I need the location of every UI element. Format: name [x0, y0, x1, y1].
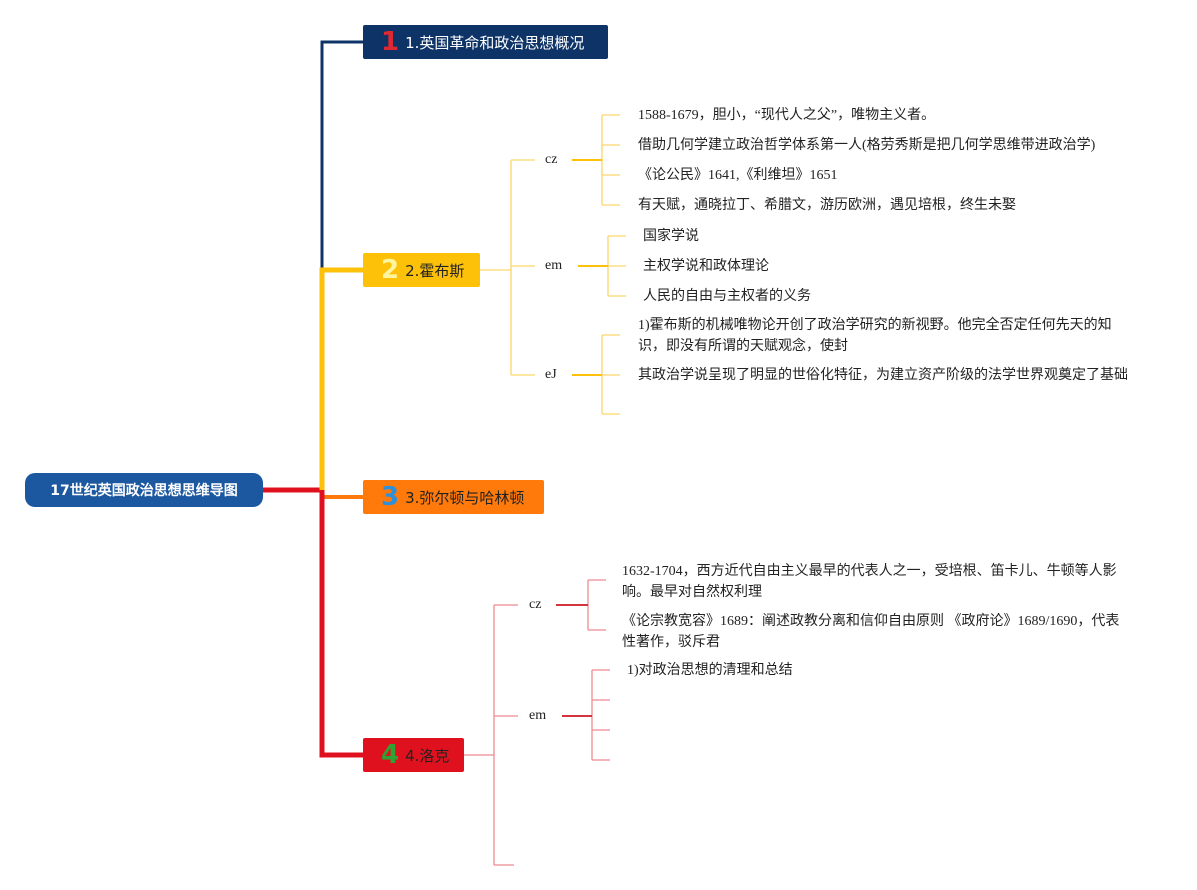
leaf-node[interactable]: 《论公民》1641,《利维坦》1651 — [638, 168, 838, 183]
leaf-node[interactable]: 其政治学说呈现了明显的世俗化特征，为建立资产阶级的法学世界观奠定了基础 — [638, 368, 1128, 383]
leaf-node[interactable]: 《论宗教宽容》1689：阐述政教分离和信仰自由原则 《政府论》1689/1690… — [622, 614, 1120, 650]
leaf-node[interactable]: 1)霍布斯的机械唯物论开创了政治学研究的新视野。他完全否定任何先天的知识，即没有… — [638, 318, 1112, 354]
topic-number-3: 3 — [381, 482, 400, 512]
leaf-node[interactable]: 国家学说 — [643, 229, 699, 244]
leaf-node[interactable]: 1)对政治思想的清理和总结 — [627, 663, 793, 678]
subtopic-locke-em[interactable]: em — [529, 708, 547, 723]
subtopic-hobbes-ej[interactable]: eJ — [545, 367, 557, 382]
root-topic-label: 17世纪英国政治思想思维导图 — [50, 483, 238, 499]
topic-4[interactable]: 4 4.洛克 — [363, 738, 464, 772]
topic-label: 1.英国革命和政治思想概况 — [405, 33, 585, 52]
subtopic-hobbes-cz[interactable]: cz — [545, 152, 558, 167]
leaf-node[interactable]: 主权学说和政体理论 — [643, 259, 769, 274]
leaf-node[interactable]: 人民的自由与主权者的义务 — [643, 289, 811, 304]
topic-number-4: 4 — [381, 740, 400, 770]
topic-label: 3.弥尔顿与哈林顿 — [405, 488, 525, 507]
subtopic-locke-cz[interactable]: cz — [529, 597, 542, 612]
topic-number-2: 2 — [381, 255, 400, 285]
root-topic[interactable]: 17世纪英国政治思想思维导图 — [25, 473, 263, 507]
leaf-node[interactable]: 1632-1704，西方近代自由主义最早的代表人之一，受培根、笛卡儿、牛顿等人影… — [622, 564, 1117, 600]
topic-2[interactable]: 2 2.霍布斯 — [363, 253, 480, 287]
topic-number-1: 1 — [381, 27, 400, 57]
topic-3[interactable]: 3 3.弥尔顿与哈林顿 — [363, 480, 544, 514]
leaf-node[interactable]: 有天赋，通晓拉丁、希腊文，游历欧洲，遇见培根，终生未娶 — [638, 198, 1016, 213]
leaf-node[interactable]: 借助几何学建立政治哲学体系第一人(格劳秀斯是把几何学思维带进政治学) — [638, 138, 1096, 153]
topic-label: 2.霍布斯 — [405, 261, 465, 280]
topic-1[interactable]: 1 1.英国革命和政治思想概况 — [363, 25, 608, 59]
topic-label: 4.洛克 — [405, 746, 450, 765]
leaf-node[interactable]: 1588-1679，胆小，“现代人之父”，唯物主义者。 — [638, 108, 936, 123]
subtopic-hobbes-em[interactable]: em — [545, 258, 563, 273]
